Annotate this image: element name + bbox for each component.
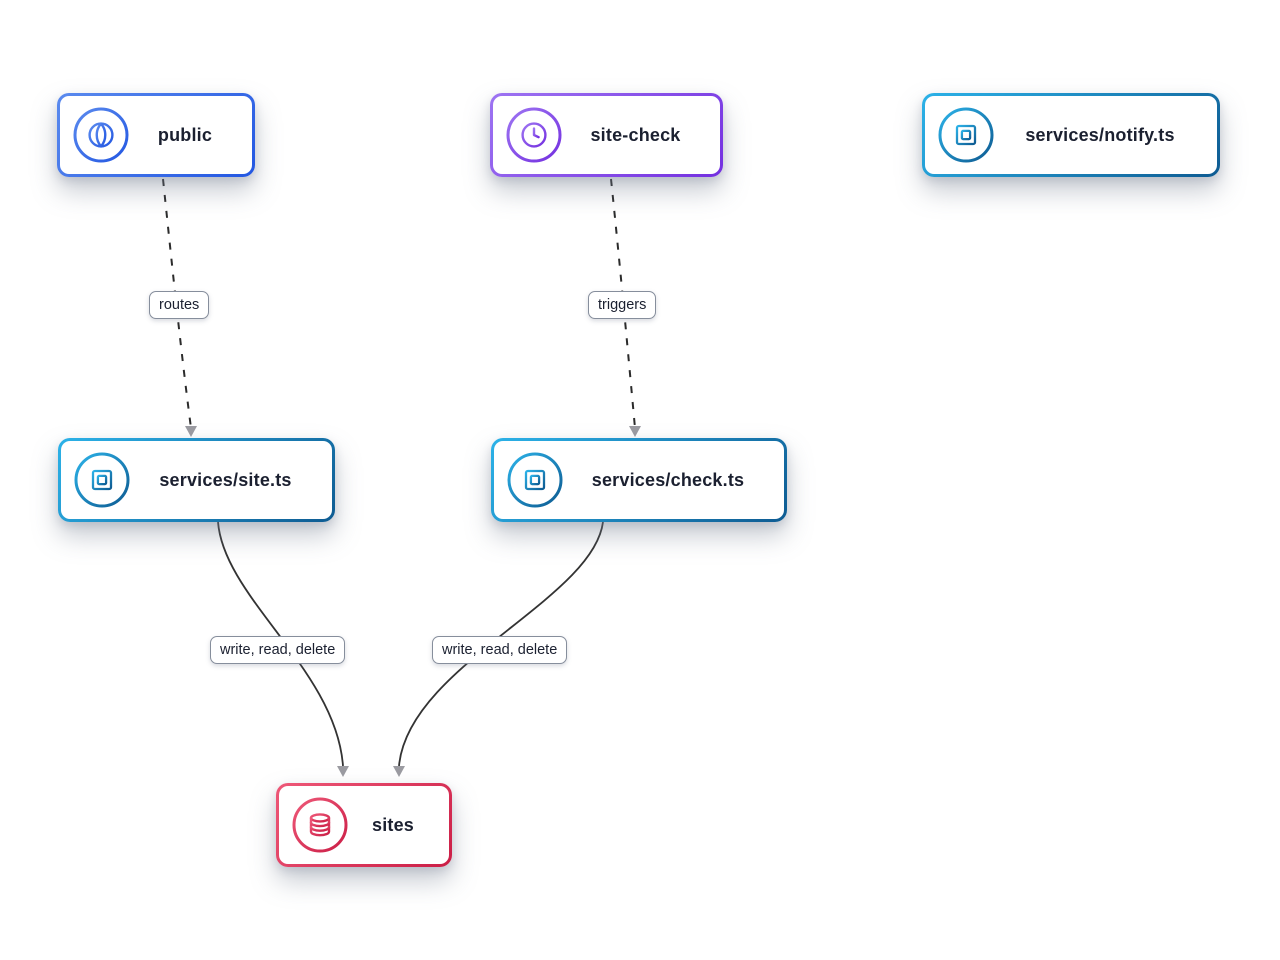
globe-icon (72, 106, 130, 164)
edge-label-routes: routes (149, 291, 210, 319)
node-public[interactable]: public (57, 93, 255, 177)
edge-label-write-read-delete-left: write, read, delete (210, 636, 346, 664)
edge-label-write-read-delete-right: write, read, delete (432, 636, 568, 664)
arrowhead-check (629, 426, 641, 437)
node-sites[interactable]: sites (276, 783, 452, 867)
clock-icon (505, 106, 563, 164)
cpu-icon (73, 451, 131, 509)
node-services-check[interactable]: services/check.ts (491, 438, 787, 522)
arrowhead-site (185, 426, 197, 437)
arrowhead-sites-right (393, 766, 405, 777)
arrowhead-sites-left (337, 766, 349, 777)
cpu-icon (506, 451, 564, 509)
node-label-services-notify: services/notify.ts (1025, 124, 1175, 145)
node-label-services-check: services/check.ts (591, 469, 745, 490)
node-label-sites: sites (371, 814, 415, 835)
node-site-check[interactable]: site-check (490, 93, 723, 177)
node-label-public: public (157, 124, 213, 145)
edge-label-triggers: triggers (588, 291, 657, 319)
node-label-site-check: site-check (590, 124, 681, 145)
database-icon (291, 796, 349, 854)
node-services-site[interactable]: services/site.ts (58, 438, 335, 522)
node-label-services-site: services/site.ts (159, 469, 292, 490)
cpu-icon (937, 106, 995, 164)
node-services-notify[interactable]: services/notify.ts (922, 93, 1220, 177)
